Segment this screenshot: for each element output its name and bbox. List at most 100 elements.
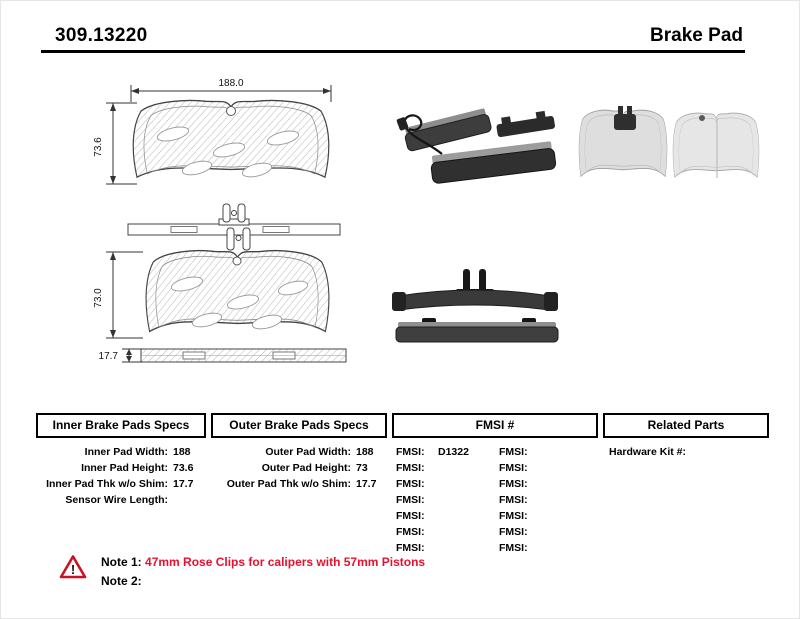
pad-front-drawing-1 [132,99,330,178]
fmsi-label: FMSI: [396,478,425,490]
table-row: Outer Pad Height: 73 [211,460,387,476]
fmsi-value [533,444,541,460]
inner-specs-header: Inner Brake Pads Specs [36,413,206,438]
photo-pads-with-sensor [396,108,557,184]
dim-thickness-label: 17.7 [99,351,119,362]
table-row: FMSI: [392,492,495,508]
technical-figure: 188.0 73.6 [93,78,760,363]
fmsi-value [430,492,438,508]
fmsi-label: FMSI: [499,542,528,554]
table-row: Outer Pad Width: 188 [211,444,387,460]
table-row: Inner Pad Width: 188 [36,444,206,460]
fmsi-label: FMSI: [499,478,528,490]
fmsi-label: FMSI: [499,526,528,538]
table-row: FMSI: [495,460,598,476]
spec-value [686,444,691,460]
pad-hardware-clip [614,106,636,130]
note-2-label: Note 2: [101,574,142,588]
table-row: FMSI: [392,540,495,556]
related-parts-header: Related Parts [603,413,769,438]
photo-pads-front-pair [578,106,760,178]
spec-label: Sensor Wire Length: [65,494,168,506]
table-row: FMSI: [392,524,495,540]
fmsi-value [533,540,541,556]
table-row: Sensor Wire Length: [36,492,206,508]
fmsi-value [533,492,541,508]
notes-section: ! Note 1: 47mm Rose Clips for calipers w… [59,553,425,591]
table-row: FMSI: [495,492,598,508]
fmsi-value [430,476,438,492]
spec-label: Outer Pad Height: [261,462,351,474]
fmsi-value [533,524,541,540]
part-number: 309.13220 [55,25,148,46]
spec-value: 73.6 [173,462,194,474]
note-lines: Note 1: 47mm Rose Clips for calipers wit… [101,553,425,591]
fmsi-label: FMSI: [396,510,425,522]
fmsi-grid: FMSI: D1322 FMSI: FMSI: FMSI: [392,444,598,556]
spec-label: Outer Pad Thk w/o Shim: [226,478,351,490]
table-row: FMSI: [495,524,598,540]
spec-value: 188 [356,446,374,458]
table-row: FMSI: D1322 [392,444,495,460]
pad2-stamps [170,276,309,330]
note-1: Note 1: 47mm Rose Clips for calipers wit… [101,553,425,572]
spec-label: Hardware Kit #: [609,446,687,458]
dimension-width-line: 188.0 [130,78,332,102]
fmsi-column-1: FMSI: D1322 FMSI: FMSI: FMSI: [392,444,495,556]
dimension-height-bottom-line: 73.0 [93,251,143,339]
pad1-center-hole [226,106,236,116]
table-row: Inner Pad Height: 73.6 [36,460,206,476]
fmsi-label: FMSI: [499,510,528,522]
table-row: Outer Pad Thk w/o Shim: 17.7 [211,476,387,492]
fmsi-value [430,460,438,476]
pad2-clip [226,227,251,251]
dim-height-top-label: 73.6 [93,137,104,157]
photo-pads-edge-views [392,269,559,343]
note-1-label: Note 1: [101,555,142,569]
fmsi-label: FMSI: [396,542,425,554]
related-parts-table: Related Parts Hardware Kit #: [603,413,769,556]
table-row: FMSI: [392,508,495,524]
fmsi-value [533,508,541,524]
fmsi-label: FMSI: [499,462,528,474]
fmsi-label: FMSI: [396,526,425,538]
spec-label: Inner Pad Thk w/o Shim: [46,478,168,490]
spec-label: Inner Pad Height: [81,462,168,474]
sensor-wire [403,114,443,155]
page-header: 309.13220 Brake Pad [41,17,745,53]
dim-height-bottom-label: 73.0 [93,288,104,308]
table-row: FMSI: [495,444,598,460]
outer-specs-header: Outer Brake Pads Specs [211,413,387,438]
fmsi-label: FMSI: [499,446,528,458]
table-row: Inner Pad Thk w/o Shim: 17.7 [36,476,206,492]
table-row: FMSI: [495,476,598,492]
sensor-connector [396,117,409,131]
inner-specs-table: Inner Brake Pads Specs Inner Pad Width: … [36,413,206,556]
note-1-text: 47mm Rose Clips for calipers with 57mm P… [145,555,426,569]
table-row: FMSI: [495,508,598,524]
note-2: Note 2: [101,572,425,591]
table-row: FMSI: [392,460,495,476]
table-row: Hardware Kit #: [603,444,769,460]
fmsi-value [430,508,438,524]
fmsi-column-2: FMSI: FMSI: FMSI: FMSI: [495,444,598,556]
fmsi-label: FMSI: [499,494,528,506]
fmsi-value: D1322 [438,446,469,458]
spec-label: Inner Pad Width: [84,446,168,458]
fmsi-value [430,524,438,540]
dimension-thickness-line: 17.7 [99,348,143,363]
pad-side-view-drawing [140,348,347,363]
fmsi-table: FMSI # FMSI: D1322 FMSI: FMSI: [392,413,598,556]
spec-value: 188 [173,446,191,458]
fmsi-label: FMSI: [396,462,425,474]
table-row: FMSI: [495,540,598,556]
fmsi-label: FMSI: [396,494,425,506]
pad1-stamps [156,126,300,178]
fmsi-value [533,476,541,492]
warning-icon: ! [59,555,87,579]
dim-width-label: 188.0 [218,78,243,89]
fmsi-label: FMSI: [396,446,425,458]
pad-front-drawing-2 [145,227,330,333]
page-title: Brake Pad [650,25,743,46]
